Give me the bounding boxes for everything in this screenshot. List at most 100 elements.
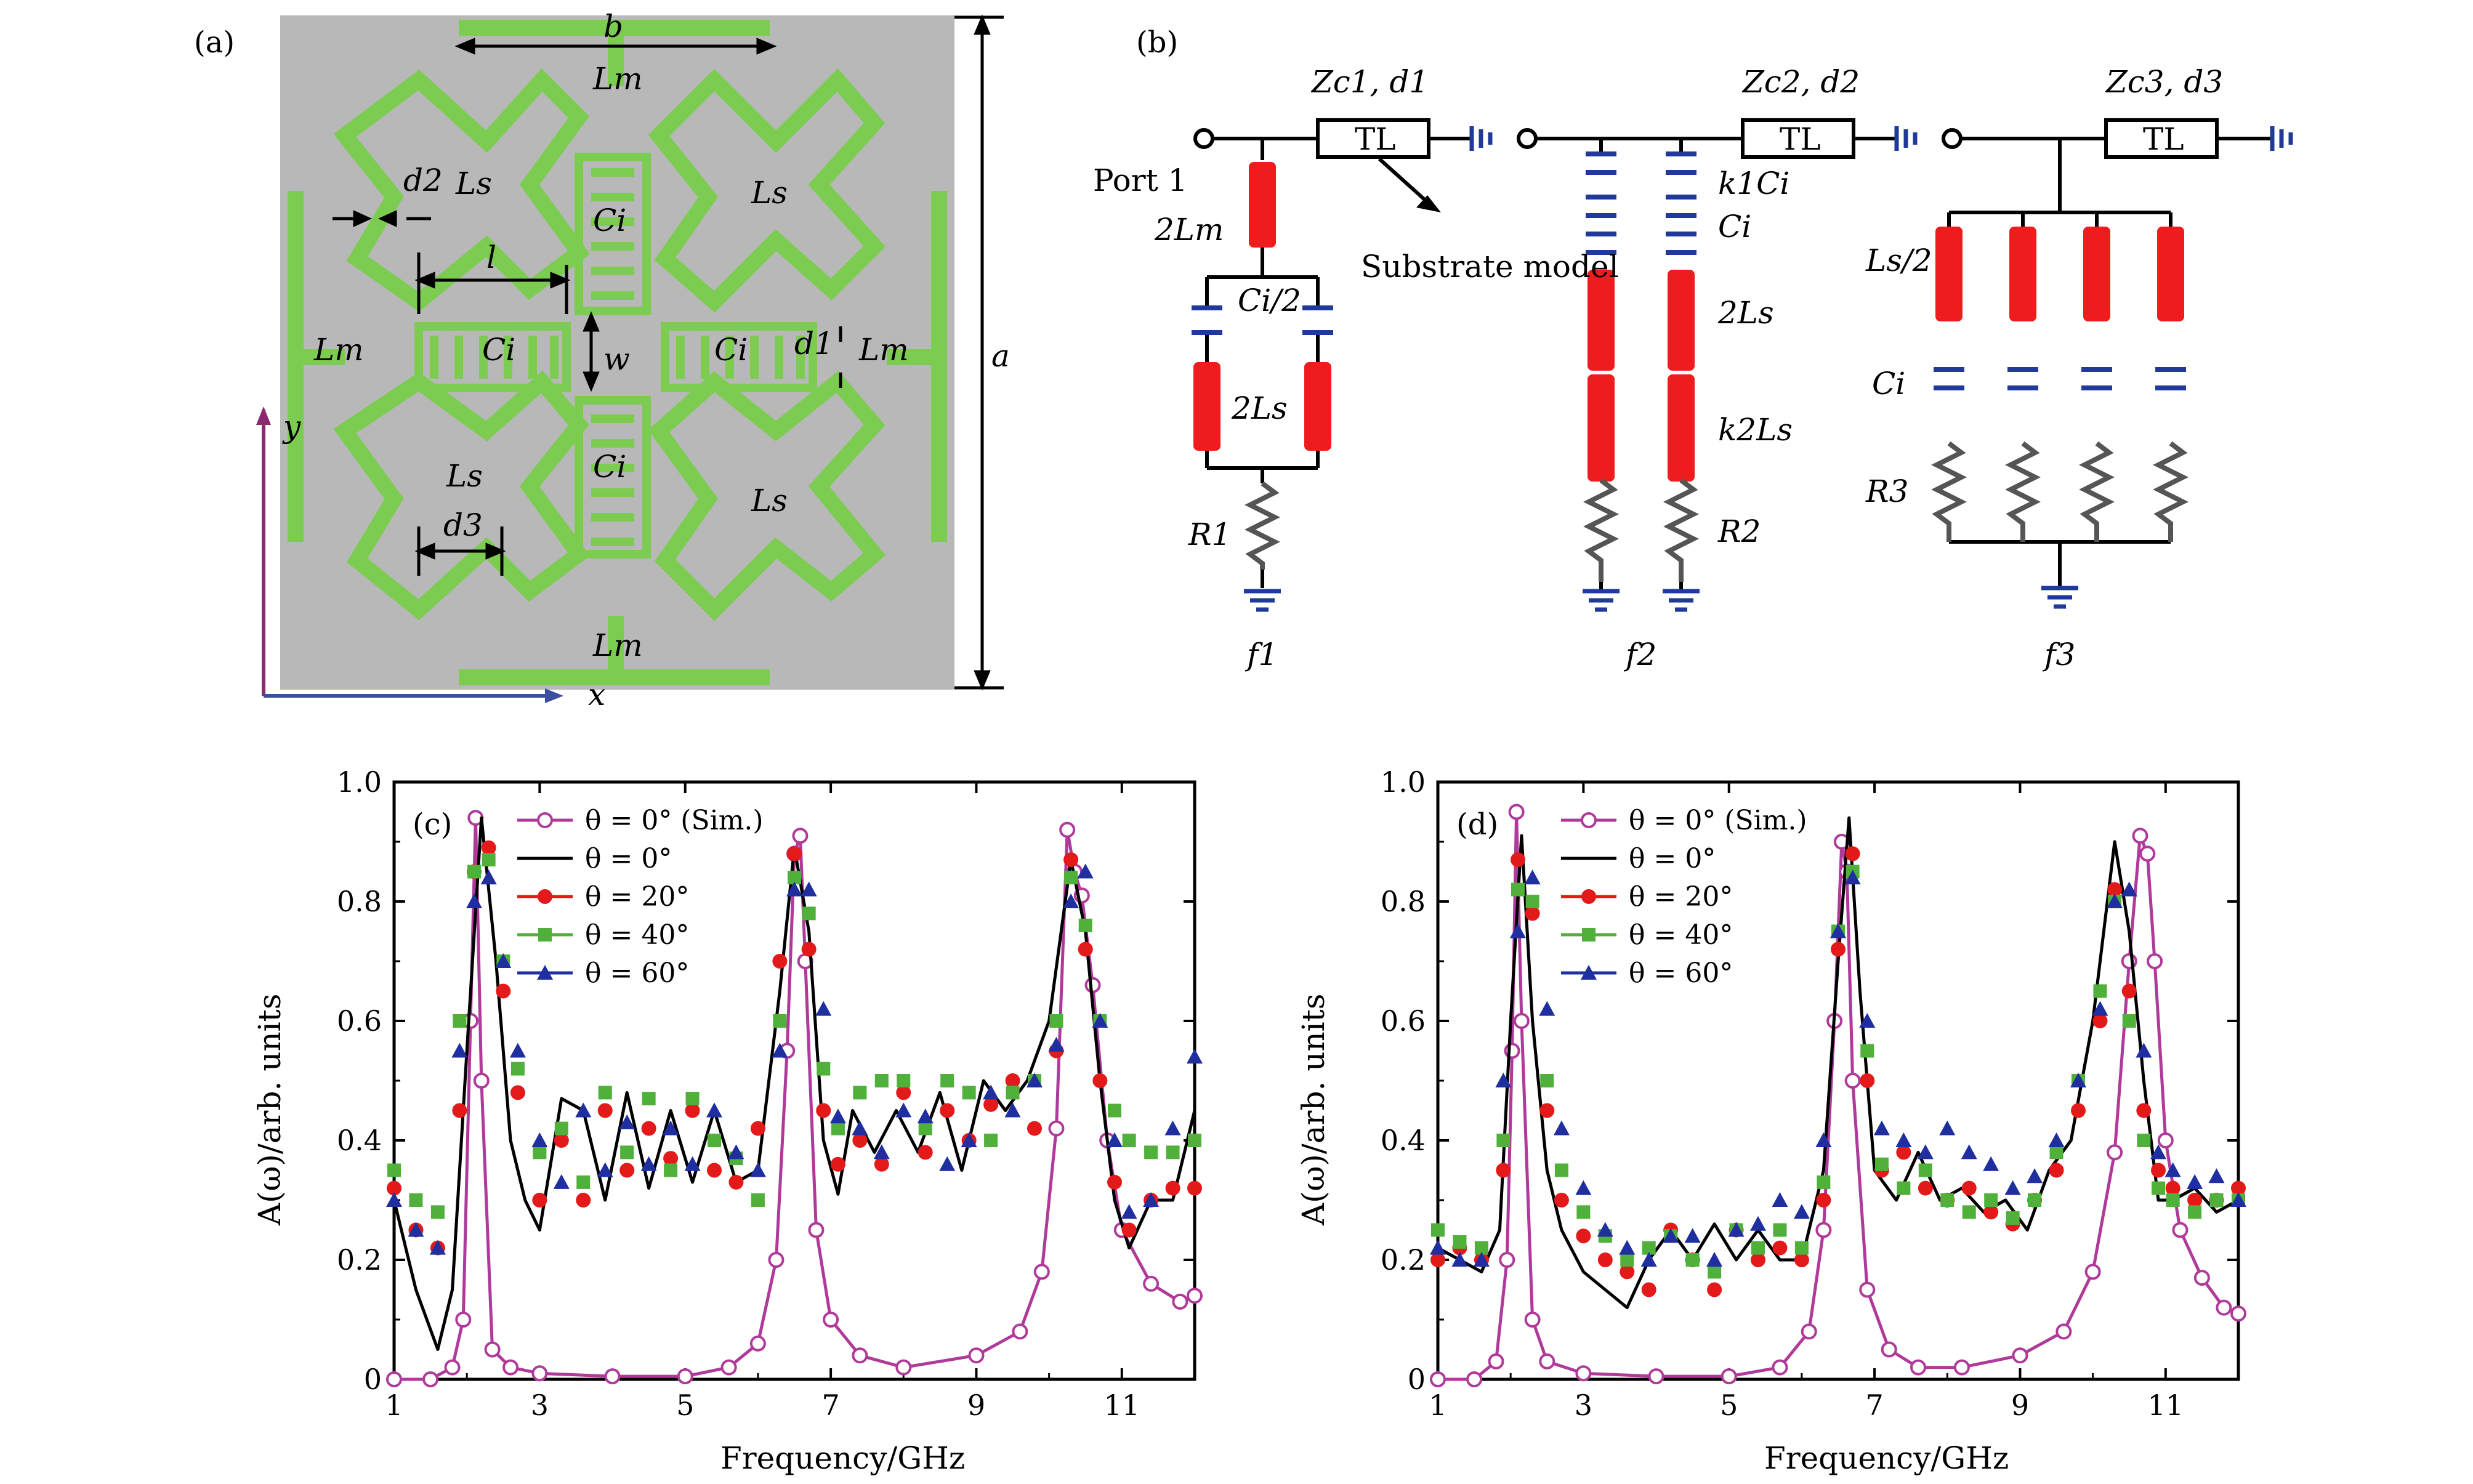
point-c-0-14 — [768, 1252, 785, 1268]
point-c-4-35 — [1077, 863, 1094, 879]
point-c-4-7 — [509, 1042, 526, 1058]
point-d-2-33 — [2092, 1014, 2108, 1028]
point-d-3-10 — [1620, 1253, 1634, 1267]
point-d-2-36 — [2136, 1103, 2152, 1118]
point-c-4-27 — [917, 1108, 934, 1124]
x-axis-label-d: Frequency/GHz — [1764, 1440, 2009, 1476]
point-c-3-28 — [940, 1074, 954, 1087]
point-c-0-7 — [484, 1341, 501, 1358]
point-d-0-8 — [1539, 1353, 1555, 1369]
point-c-0-17 — [792, 828, 809, 844]
label-ls-bottom-right: Ls — [751, 483, 788, 518]
point-d-2-10 — [1620, 1264, 1635, 1280]
point-d-3-26 — [1940, 1193, 1955, 1207]
point-c-2-20 — [787, 846, 802, 861]
coordinate-axes — [256, 406, 563, 703]
point-d-0-33 — [2193, 1270, 2210, 1286]
y-axis-label-c: A(ω)/arb. units — [252, 994, 288, 1226]
point-c-4-36 — [1092, 1013, 1108, 1028]
point-d-3-8 — [1576, 1205, 1591, 1219]
legend-label-d-1: θ = 0° — [1629, 843, 1716, 874]
point-d-4-29 — [2004, 1180, 2021, 1195]
point-d-4-14 — [1706, 1252, 1723, 1267]
y-tick-label-d-4: 0.8 — [1381, 885, 1426, 918]
point-d-0-28 — [2132, 828, 2148, 844]
point-c-2-30 — [983, 1097, 999, 1112]
label-lm-right: Lm — [858, 332, 909, 368]
point-d-2-3 — [1496, 1163, 1511, 1178]
point-d-3-37 — [2152, 1181, 2165, 1195]
point-c-2-6 — [496, 983, 511, 999]
label-f1: f1 — [1245, 637, 1278, 672]
point-d-0-23 — [2012, 1347, 2028, 1364]
point-d-4-2 — [1473, 1252, 1490, 1267]
point-d-0-34 — [2216, 1299, 2232, 1316]
point-c-2-23 — [830, 1156, 845, 1172]
point-c-4-9 — [553, 1174, 570, 1189]
point-d-0-32 — [2172, 1222, 2189, 1238]
point-d-3-24 — [1897, 1181, 1911, 1195]
y-tick-label-c-4: 0.8 — [337, 885, 382, 918]
point-c-2-9 — [554, 1133, 569, 1148]
point-c-0-30 — [1084, 977, 1101, 993]
point-d-2-39 — [2187, 1193, 2203, 1208]
point-c-4-31 — [1004, 1102, 1021, 1118]
x-tick-label-c-4: 9 — [967, 1389, 985, 1422]
point-c-0-34 — [1172, 1293, 1188, 1310]
point-d-3-31 — [2049, 1145, 2064, 1159]
substrate-arrow — [1378, 157, 1430, 205]
point-d-0-26 — [2107, 1144, 2123, 1161]
point-d-4-35 — [2121, 881, 2137, 897]
point-d-4-5 — [1524, 869, 1541, 885]
point-d-3-22 — [1860, 1044, 1874, 1058]
point-c-0-6 — [473, 1073, 490, 1089]
point-c-3-20 — [788, 871, 801, 885]
legend-label-c-3: θ = 40° — [585, 919, 689, 951]
label-ci-b: Ci — [1718, 209, 1751, 244]
point-c-4-25 — [873, 1144, 890, 1159]
point-d-2-38 — [2165, 1180, 2181, 1196]
point-c-4-18 — [749, 1162, 766, 1177]
point-d-4-24 — [1895, 1132, 1912, 1147]
point-d-0-0 — [1430, 1371, 1446, 1387]
point-c-2-19 — [772, 954, 788, 969]
point-d-3-14 — [1708, 1265, 1722, 1279]
point-c-4-29 — [961, 1132, 977, 1147]
point-c-4-4 — [466, 893, 482, 908]
point-d-3-3 — [1496, 1134, 1511, 1147]
x-tick-label-c-2: 5 — [676, 1389, 694, 1422]
x-tick-label-c-3: 7 — [821, 1389, 839, 1422]
point-d-4-18 — [1793, 1204, 1810, 1219]
x-tick-label-c-5: 11 — [1104, 1389, 1140, 1422]
series-line-d-0 — [1438, 810, 2239, 1381]
point-d-3-2 — [1474, 1241, 1488, 1255]
point-d-2-9 — [1597, 1252, 1613, 1267]
capacitor-top — [575, 153, 651, 315]
legend-marker-c-2 — [538, 889, 552, 904]
capacitor-right-fingers — [676, 336, 805, 379]
legend-label-d-4: θ = 60° — [1629, 958, 1733, 989]
point-c-0-8 — [502, 1359, 519, 1376]
point-c-0-24 — [1012, 1323, 1028, 1340]
point-d-0-6 — [1513, 1013, 1530, 1029]
point-c-3-25 — [874, 1074, 889, 1087]
panel-label-d: (d) — [1456, 807, 1498, 842]
x-tick-label-c-1: 3 — [531, 1389, 549, 1422]
point-c-2-27 — [918, 1145, 933, 1160]
loop-top-right — [648, 68, 886, 313]
point-c-4-38 — [1121, 1204, 1137, 1219]
inductor-2ls-right — [1304, 362, 1331, 451]
point-d-3-6 — [1540, 1074, 1554, 1087]
point-d-3-19 — [1817, 1175, 1831, 1189]
label-ls-top-left: Ls — [455, 166, 492, 201]
point-c-0-27 — [1059, 821, 1076, 838]
label-w: w — [603, 341, 630, 377]
point-d-0-12 — [1772, 1359, 1788, 1376]
capacitor-left-fingers — [430, 336, 559, 379]
point-c-0-11 — [677, 1368, 693, 1385]
point-c-4-0 — [386, 1192, 402, 1207]
point-d-4-3 — [1495, 1073, 1512, 1087]
point-d-0-30 — [2147, 953, 2163, 969]
point-c-3-5 — [482, 853, 496, 867]
